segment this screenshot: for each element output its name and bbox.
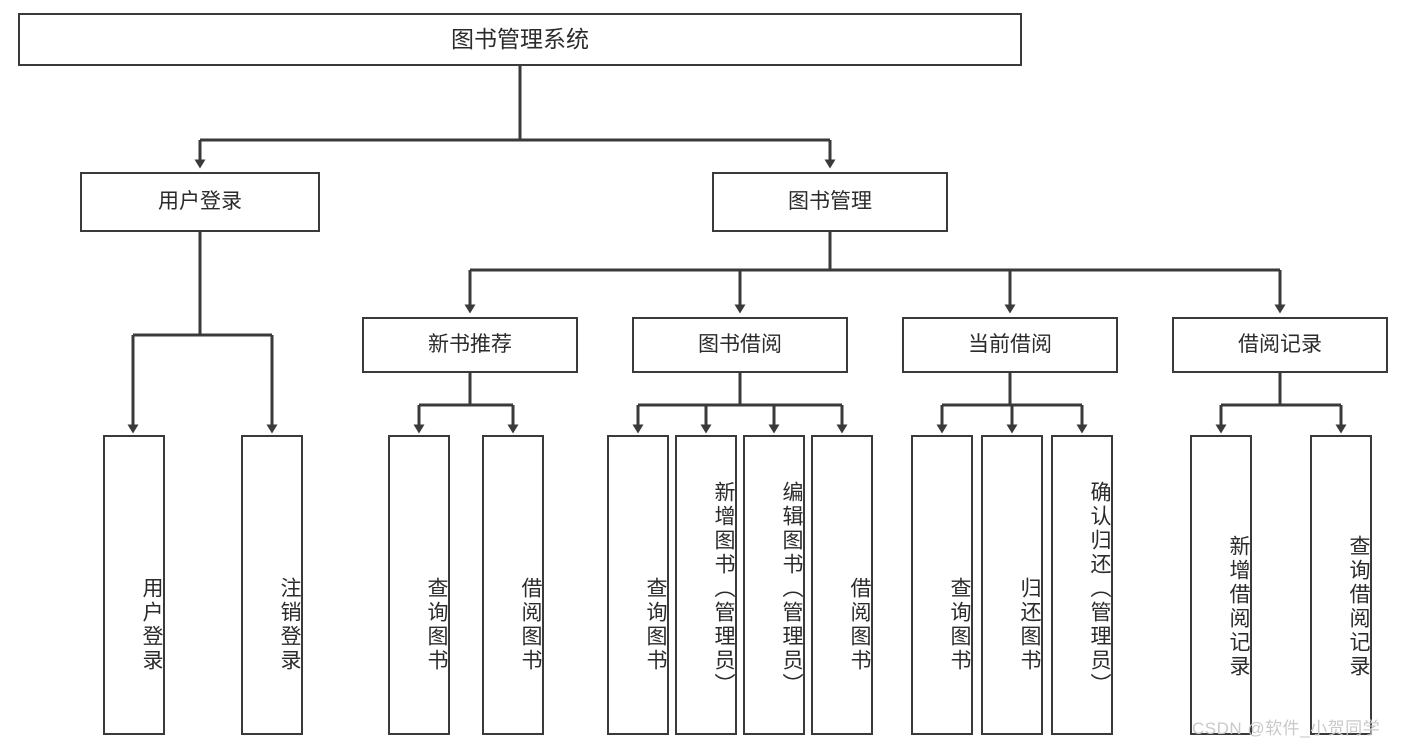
- leaf-label: 查询图书: [948, 577, 971, 673]
- node-book-management[interactable]: 图书管理: [712, 172, 948, 232]
- leaf-query-book-recommend[interactable]: 查询图书: [388, 435, 450, 735]
- leaf-query-book-current[interactable]: 查询图书: [911, 435, 973, 735]
- leaf-borrow-book[interactable]: 借阅图书: [811, 435, 873, 735]
- leaf-label: 编辑图书（管理员）: [780, 481, 803, 697]
- leaf-query-borrow-record[interactable]: 查询借阅记录: [1310, 435, 1372, 735]
- node-book-borrow[interactable]: 图书借阅: [632, 317, 848, 373]
- leaf-user-logout[interactable]: 注销登录: [241, 435, 303, 735]
- node-user-login[interactable]: 用户登录: [80, 172, 320, 232]
- leaf-user-login[interactable]: 用户登录: [103, 435, 165, 735]
- leaf-label: 查询借阅记录: [1347, 535, 1370, 679]
- leaf-label: 借阅图书: [848, 577, 871, 673]
- leaf-add-book-admin[interactable]: 新增图书（管理员）: [675, 435, 737, 735]
- leaf-label: 新增借阅记录: [1227, 535, 1250, 679]
- node-borrow-record[interactable]: 借阅记录: [1172, 317, 1388, 373]
- leaf-edit-book-admin[interactable]: 编辑图书（管理员）: [743, 435, 805, 735]
- leaf-add-borrow-record[interactable]: 新增借阅记录: [1190, 435, 1252, 735]
- leaf-label: 用户登录: [140, 577, 163, 673]
- leaf-label: 确认归还（管理员）: [1088, 481, 1111, 697]
- node-current-borrow[interactable]: 当前借阅: [902, 317, 1118, 373]
- node-new-book-recommend[interactable]: 新书推荐: [362, 317, 578, 373]
- leaf-label: 新增图书（管理员）: [712, 481, 735, 697]
- leaf-borrow-book-recommend[interactable]: 借阅图书: [482, 435, 544, 735]
- leaf-label: 查询图书: [644, 577, 667, 673]
- leaf-query-book-borrow[interactable]: 查询图书: [607, 435, 669, 735]
- leaf-confirm-return-admin[interactable]: 确认归还（管理员）: [1051, 435, 1113, 735]
- leaf-label: 查询图书: [425, 577, 448, 673]
- leaf-label: 归还图书: [1018, 577, 1041, 673]
- leaf-label: 注销登录: [278, 577, 301, 673]
- node-root-system[interactable]: 图书管理系统: [18, 13, 1022, 66]
- csdn-watermark: CSDN @软件_小贺同学: [1192, 719, 1381, 738]
- leaf-return-book[interactable]: 归还图书: [981, 435, 1043, 735]
- leaf-label: 借阅图书: [519, 577, 542, 673]
